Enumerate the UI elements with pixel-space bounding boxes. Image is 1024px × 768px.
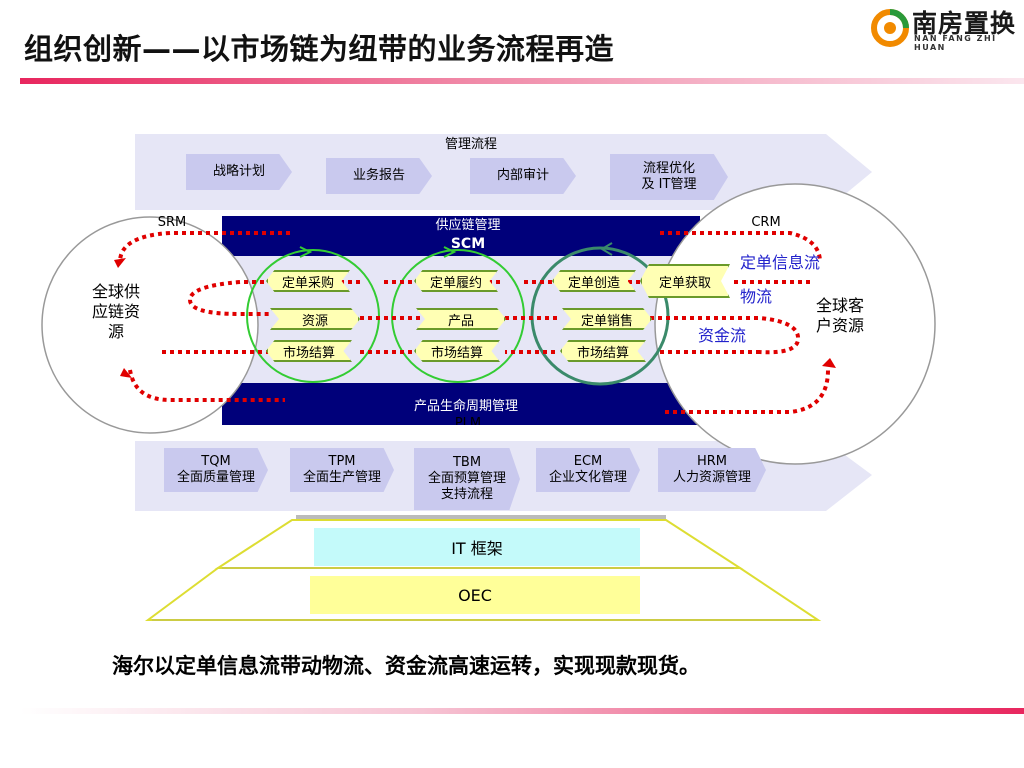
oec-label: OEC bbox=[458, 585, 492, 605]
chevron-report-label: 业务报告 bbox=[352, 168, 405, 183]
node-resource-label: 资源 bbox=[301, 313, 328, 329]
node-order-acquire-label: 定单获取 bbox=[658, 275, 711, 291]
support-hrm-label: 人力资源管理 bbox=[672, 470, 751, 485]
node-order-fulfill-label: 定单履约 bbox=[429, 275, 482, 291]
title-rule bbox=[20, 78, 1024, 84]
srm-label: 全球供 应链资 源 bbox=[91, 282, 140, 341]
chevron-audit[interactable]: 内部审计 bbox=[470, 158, 576, 194]
footer-rule bbox=[20, 708, 1024, 714]
support-tbm-label: 全面预算管理 支持流程 bbox=[427, 471, 506, 502]
support-tbm[interactable]: TBM 全面预算管理 支持流程 bbox=[414, 448, 520, 510]
flow-top-left bbox=[118, 231, 290, 263]
support-tqm-abbr: TQM bbox=[201, 454, 231, 469]
plm-abbr: PLM bbox=[454, 416, 482, 425]
node-order-acquire[interactable]: 定单获取 bbox=[640, 264, 730, 298]
it-framework-box: IT 框架 bbox=[314, 528, 640, 566]
flow-logistics-row bbox=[360, 316, 801, 355]
node-resource[interactable]: 资源 bbox=[270, 308, 360, 330]
chevron-optimize[interactable]: 流程优化 及 IT管理 bbox=[610, 154, 728, 200]
node-settle-2[interactable]: 市场结算 bbox=[414, 340, 500, 362]
support-tqm-label: 全面质量管理 bbox=[176, 470, 255, 485]
support-ecm-label: 企业文化管理 bbox=[548, 470, 627, 485]
node-order-procure[interactable]: 定单采购 bbox=[266, 270, 350, 292]
logo-mark-icon bbox=[871, 9, 909, 47]
crm-label: 全球客 户资源 bbox=[815, 296, 864, 335]
support-hrm[interactable]: HRM 人力资源管理 bbox=[658, 448, 766, 492]
node-product-label: 产品 bbox=[447, 313, 474, 329]
support-ecm[interactable]: ECM 企业文化管理 bbox=[536, 448, 640, 492]
scm-abbr: SCM bbox=[450, 236, 486, 250]
support-hrm-abbr: HRM bbox=[696, 454, 728, 469]
plm-bar bbox=[222, 383, 700, 425]
chevron-strategy-label: 战略计划 bbox=[212, 164, 265, 179]
support-tbm-abbr: TBM bbox=[452, 455, 482, 470]
srm-tag: SRM bbox=[157, 215, 187, 230]
chevron-audit-label: 内部审计 bbox=[496, 168, 549, 183]
scm-label: 供应链管理 bbox=[435, 218, 501, 233]
support-tqm[interactable]: TQM 全面质量管理 bbox=[164, 448, 268, 492]
logo-name: 南房置换 bbox=[912, 9, 1017, 38]
node-order-sales-label: 定单销售 bbox=[580, 313, 633, 329]
flow-logistics-label: 物流 bbox=[739, 287, 772, 306]
node-settle-1[interactable]: 市场结算 bbox=[266, 340, 352, 362]
crm-tag: CRM bbox=[751, 215, 781, 230]
logo-subtitle: NAN FANG ZHI HUAN bbox=[914, 34, 997, 52]
slide-caption: 海尔以定单信息流带动物流、资金流高速运转，实现现款现货。 bbox=[112, 654, 700, 678]
node-settle-2-label: 市场结算 bbox=[430, 345, 483, 361]
node-settle-3[interactable]: 市场结算 bbox=[560, 340, 646, 362]
management-label: 管理流程 bbox=[444, 137, 497, 152]
flow-bottom-right bbox=[665, 369, 830, 414]
support-tpm[interactable]: TPM 全面生产管理 bbox=[290, 448, 394, 492]
slide-title: 组织创新——以市场链为纽带的业务流程再造 bbox=[24, 32, 615, 66]
srm-circle bbox=[41, 216, 259, 434]
flow-order-info-label: 定单信息流 bbox=[739, 253, 820, 272]
chevron-report[interactable]: 业务报告 bbox=[326, 158, 432, 194]
support-tpm-abbr: TPM bbox=[328, 454, 356, 469]
node-order-procure-label: 定单采购 bbox=[281, 275, 334, 291]
support-ecm-abbr: ECM bbox=[573, 454, 603, 469]
support-tpm-label: 全面生产管理 bbox=[302, 470, 381, 485]
chevron-optimize-label: 流程优化 及 IT管理 bbox=[641, 161, 697, 192]
oec-box: OEC bbox=[310, 576, 640, 614]
node-settle-3-label: 市场结算 bbox=[576, 345, 629, 361]
flow-capital-label: 资金流 bbox=[697, 326, 746, 345]
plm-label: 产品生命周期管理 bbox=[413, 399, 518, 414]
node-order-sales[interactable]: 定单销售 bbox=[562, 308, 652, 330]
node-product[interactable]: 产品 bbox=[416, 308, 506, 330]
flow-top-right bbox=[660, 231, 822, 263]
chevron-strategy[interactable]: 战略计划 bbox=[186, 154, 292, 190]
node-order-create-label: 定单创造 bbox=[567, 275, 620, 291]
company-logo: 南房置换 NAN FANG ZHI HUAN bbox=[870, 4, 1020, 52]
crm-circle bbox=[654, 183, 936, 465]
node-order-create[interactable]: 定单创造 bbox=[552, 270, 636, 292]
node-order-fulfill[interactable]: 定单履约 bbox=[414, 270, 498, 292]
it-framework-label: IT 框架 bbox=[451, 539, 503, 558]
node-settle-1-label: 市场结算 bbox=[282, 345, 335, 361]
